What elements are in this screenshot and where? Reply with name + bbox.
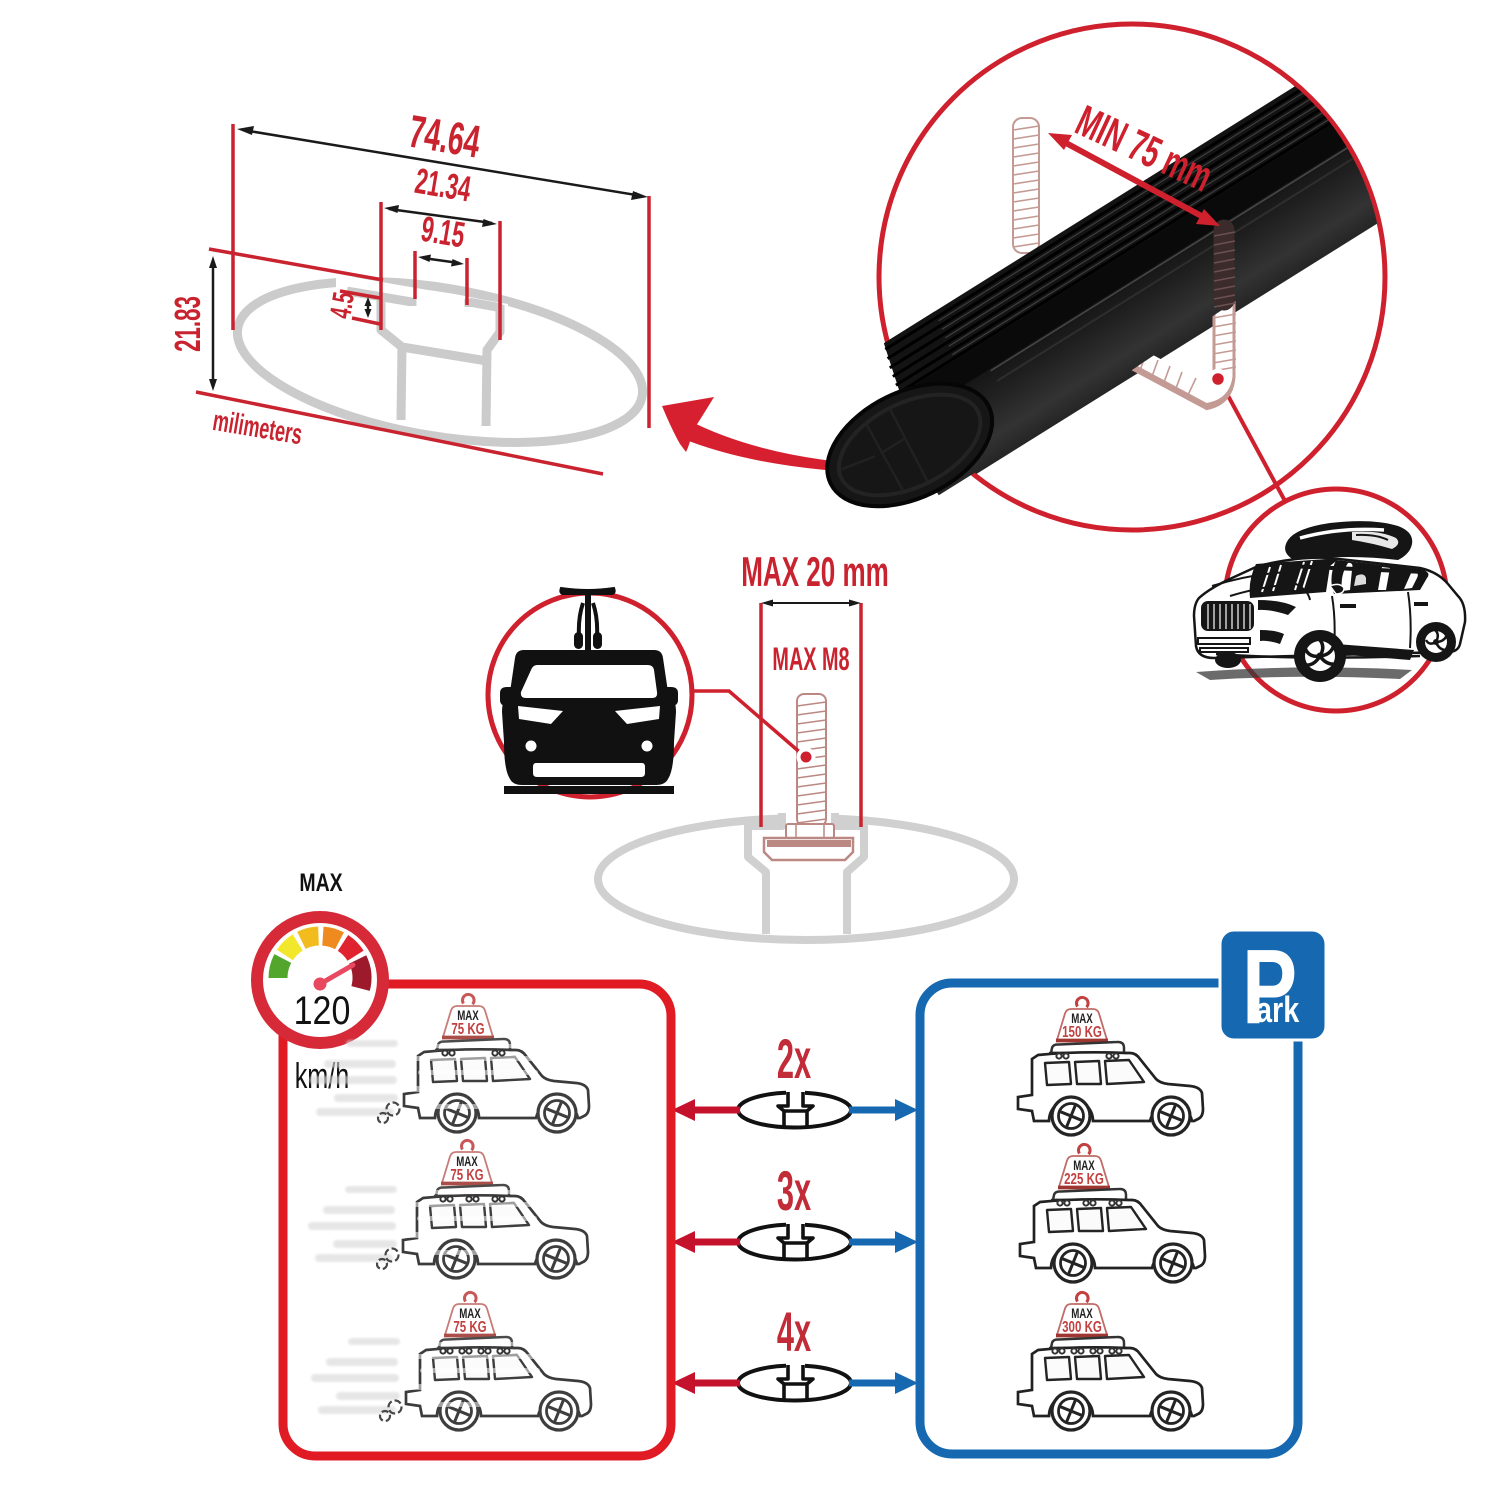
svg-text:21.83: 21.83 bbox=[169, 296, 209, 352]
svg-text:150 KG: 150 KG bbox=[1062, 1022, 1102, 1040]
svg-text:MAX: MAX bbox=[459, 1307, 481, 1322]
svg-text:75 KG: 75 KG bbox=[451, 1019, 484, 1037]
svg-text:21.34: 21.34 bbox=[412, 162, 474, 210]
svg-text:4.5: 4.5 bbox=[324, 290, 361, 321]
svg-text:120: 120 bbox=[294, 987, 351, 1032]
svg-text:P: P bbox=[1242, 928, 1297, 1046]
svg-text:2x: 2x bbox=[777, 1027, 811, 1090]
svg-text:74.64: 74.64 bbox=[405, 106, 484, 169]
svg-text:ark: ark bbox=[1256, 989, 1300, 1030]
svg-text:3x: 3x bbox=[777, 1159, 811, 1222]
svg-text:9.15: 9.15 bbox=[418, 210, 467, 256]
svg-text:MAX: MAX bbox=[299, 869, 342, 897]
svg-text:MAX: MAX bbox=[457, 1009, 479, 1024]
svg-text:300 KG: 300 KG bbox=[1062, 1317, 1102, 1335]
svg-text:MAX: MAX bbox=[456, 1155, 478, 1170]
svg-text:75 KG: 75 KG bbox=[450, 1165, 483, 1183]
svg-text:4x: 4x bbox=[777, 1300, 811, 1363]
svg-text:225 KG: 225 KG bbox=[1064, 1169, 1104, 1187]
svg-text:MAX: MAX bbox=[1073, 1159, 1095, 1174]
svg-text:MAX 20 mm: MAX 20 mm bbox=[741, 549, 889, 596]
svg-text:MAX M8: MAX M8 bbox=[772, 641, 849, 677]
svg-text:75 KG: 75 KG bbox=[453, 1317, 486, 1335]
svg-text:MAX: MAX bbox=[1071, 1012, 1093, 1027]
svg-text:MAX: MAX bbox=[1071, 1307, 1093, 1322]
